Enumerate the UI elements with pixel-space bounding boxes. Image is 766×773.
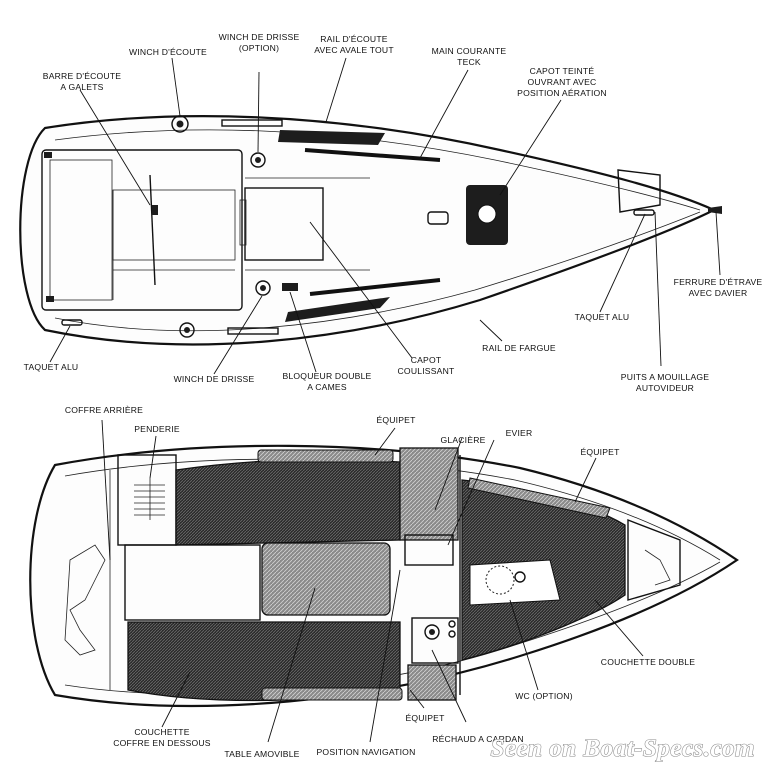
interior-leaders <box>101 419 644 743</box>
winch-icon <box>255 280 271 296</box>
quarter-berth <box>124 544 261 621</box>
label-bloqueur-double: BLOQUEUR DOUBLE <box>283 371 372 381</box>
deck-hull-outline <box>19 115 717 346</box>
label-ferrure-etrave: FERRURE D'ÉTRAVE <box>674 277 763 287</box>
label-winch-drisse: WINCH DE DRISSE <box>174 374 255 384</box>
label-glaciere: GLACIÈRE <box>440 435 485 445</box>
winch-icon <box>179 322 195 338</box>
shelf-equipet-bottom <box>261 687 403 701</box>
label-capot-teinte: CAPOT TEINTÉ <box>530 66 595 76</box>
label-taquet-alu-stern: TAQUET ALU <box>24 362 79 372</box>
label-capot-teinte-sub2: POSITION AÉRATION <box>517 88 607 98</box>
anchor-locker <box>617 169 661 213</box>
handrail-starboard <box>304 148 441 162</box>
label-winch-ecoute: WINCH D'ÉCOUTE <box>129 47 207 57</box>
label-couchette-coffre: COFFRE EN DESSOUS <box>113 738 211 748</box>
handrail-port <box>309 278 441 296</box>
genoa-rail-starboard <box>221 119 283 127</box>
label-capot-teinte-sub1: OUVRANT AVEC <box>528 77 597 87</box>
label-main-courante-sub: TECK <box>457 57 481 67</box>
label-evier: EVIER <box>506 428 533 438</box>
cam-cleat-icon <box>282 283 298 291</box>
label-winch-drisse-option: WINCH DE DRISSE <box>219 32 300 42</box>
sink <box>404 534 454 566</box>
sheet-track-starboard <box>278 130 385 145</box>
traveller-bar <box>149 174 156 286</box>
vent-icon <box>427 211 449 225</box>
label-equipet-right: ÉQUIPET <box>580 447 620 457</box>
sliding-hatch <box>244 187 324 261</box>
sheet-track-port <box>285 297 390 322</box>
cleat-icon <box>61 319 83 326</box>
label-main-courante: MAIN COURANTE <box>432 46 507 56</box>
cockpit <box>41 149 243 311</box>
label-taquet-alu-bow: TAQUET ALU <box>575 312 630 322</box>
watermark: Seen on Boat-Specs.com <box>491 735 755 762</box>
label-couchette: COUCHETTE <box>134 727 189 737</box>
label-equipet-top: ÉQUIPET <box>376 415 416 425</box>
deck-leaders <box>49 57 721 375</box>
wc-area <box>469 559 561 606</box>
label-position-navigation: POSITION NAVIGATION <box>317 747 416 757</box>
shelf-equipet-right <box>467 477 611 519</box>
deck-labels: WINCH D'ÉCOUTE WINCH DE DRISSE (OPTION) … <box>24 32 763 393</box>
bow-fitting-icon <box>708 206 722 214</box>
interior-labels: COFFRE ARRIÈRE PENDERIE ÉQUIPET GLACIÈRE… <box>65 405 695 759</box>
label-bloqueur-double-sub: A CAMES <box>307 382 347 392</box>
label-capot-coulissant-sub: COULISSANT <box>398 366 455 376</box>
label-barre-ecoute-sub: A GALETS <box>60 82 103 92</box>
label-coffre-arriere: COFFRE ARRIÈRE <box>65 405 143 415</box>
label-winch-drisse-option-sub: (OPTION) <box>239 43 279 53</box>
label-capot-coulissant: CAPOT <box>411 355 442 365</box>
label-wc-option: WC (OPTION) <box>515 691 573 701</box>
label-rail-ecoute: RAIL D'ÉCOUTE <box>320 34 387 44</box>
label-rechaud-cardan: RÉCHAUD A CARDAN <box>432 734 524 744</box>
anchor-well <box>627 518 681 601</box>
outboard-engine-sketch <box>64 544 106 656</box>
label-equipet-bottom: ÉQUIPET <box>405 713 445 723</box>
label-ferrure-etrave-sub: AVEC DAVIER <box>689 288 748 298</box>
settee-starboard <box>175 458 401 546</box>
deck-plan <box>19 115 722 346</box>
label-rail-ecoute-sub: AVEC AVALE TOUT <box>314 45 394 55</box>
traveller-car <box>152 205 158 215</box>
label-barre-ecoute: BARRE D'ÉCOUTE <box>43 71 122 81</box>
galley-stove <box>411 617 459 664</box>
interior-plan <box>29 444 739 707</box>
shelf-equipet-top <box>257 449 394 463</box>
label-rail-fargue: RAIL DE FARGUE <box>482 343 556 353</box>
saloon-table <box>261 542 391 616</box>
label-puits-mouillage: PUITS A MOUILLAGE <box>621 372 709 382</box>
label-couchette-double: COUCHETTE DOUBLE <box>601 657 695 667</box>
winch-icon <box>250 152 266 168</box>
label-penderie: PENDERIE <box>134 424 180 434</box>
icebox <box>399 447 459 541</box>
genoa-rail-port <box>227 327 279 335</box>
label-table-amovible: TABLE AMOVIBLE <box>224 749 299 759</box>
label-puits-mouillage-sub: AUTOVIDEUR <box>636 383 694 393</box>
